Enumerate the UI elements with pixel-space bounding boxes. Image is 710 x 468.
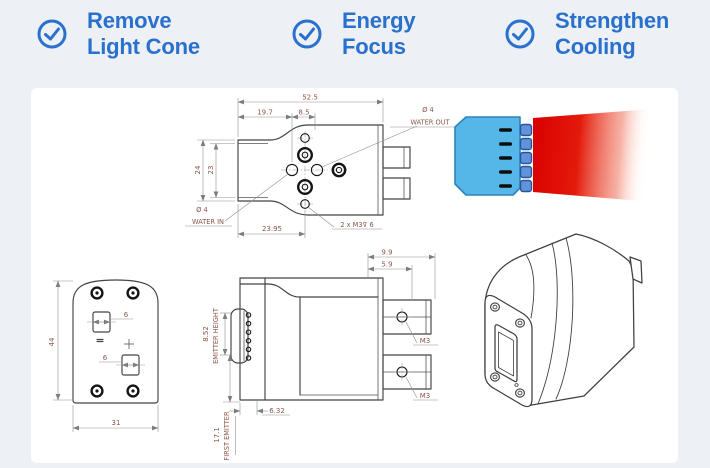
water-out-label: WATER OUT <box>410 119 450 127</box>
top-view-drawing: 52.5 19.7 8.5 24 23 <box>185 94 470 238</box>
top-view-part-outline <box>237 124 411 216</box>
benefit-line1: Strengthen <box>555 8 670 33</box>
dim-first-emitter: 17.1 <box>213 427 221 443</box>
dim-width: 31 <box>112 419 121 427</box>
top-view-dimensions: 52.5 19.7 8.5 24 23 <box>185 94 470 238</box>
check-icon <box>292 19 322 49</box>
side-view-part-outline <box>230 277 432 401</box>
dim-tab-inner: 5.9 <box>381 261 392 269</box>
beam-icon <box>454 109 653 202</box>
dim-height-inner: 23 <box>207 166 215 175</box>
dim-left-offset: 19.7 <box>257 109 273 117</box>
benefit-item-remove-light-cone: Remove Light Cone <box>36 8 200 60</box>
benefit-line2: Light Cone <box>87 34 200 59</box>
module-body <box>454 116 521 196</box>
benefit-line2: Focus <box>342 34 406 59</box>
iso-view-screws <box>490 302 525 398</box>
check-icon <box>505 19 535 49</box>
front-view-holes <box>90 286 140 398</box>
side-view-dimensions: 9.9 5.9 M3 M3 8.52 EMITTER HEIGHT 1 <box>202 249 438 461</box>
front-view-part-outline <box>72 279 159 404</box>
front-view-dimensions: 6 6 44 31 <box>48 280 159 432</box>
water-in-label: WATER IN <box>192 218 224 226</box>
dim-offset: 6.32 <box>269 407 285 415</box>
benefit-item-strengthen-cooling: Strengthen Cooling <box>504 8 669 60</box>
dim-bottom-width: 23.95 <box>262 225 282 233</box>
dim-window-top: 6 <box>124 311 129 319</box>
label-emitter-height: EMITTER HEIGHT <box>212 307 220 364</box>
thread-top: M3 <box>420 337 431 345</box>
dim-height-outer: 24 <box>194 165 202 174</box>
benefit-line1: Remove <box>87 8 172 33</box>
front-view-windows <box>87 311 145 376</box>
dim-height: 44 <box>48 337 56 346</box>
dim-window-bottom: 6 <box>103 354 108 362</box>
thread-note: 2 x M3⊽ 6 <box>340 221 373 229</box>
side-view-drawing: 9.9 5.9 M3 M3 8.52 EMITTER HEIGHT 1 <box>202 249 438 461</box>
benefit-label: Remove Light Cone <box>87 8 200 60</box>
benefit-line1: Energy <box>342 8 416 33</box>
dim-tab-outer: 9.9 <box>381 249 392 257</box>
benefit-line2: Cooling <box>555 34 636 59</box>
dim-mid-offset: 8.5 <box>298 109 309 117</box>
water-in-diameter: Ø 4 <box>196 206 207 214</box>
top-view-holes <box>281 131 347 211</box>
benefit-item-energy-focus: Energy Focus <box>291 8 416 60</box>
check-icon <box>37 19 67 49</box>
emitters <box>519 123 533 193</box>
iso-view-body <box>484 233 643 408</box>
module-slots <box>499 128 512 188</box>
label-first-emitter: FIRST EMITTER <box>223 411 231 461</box>
emitter-bumps <box>245 312 252 361</box>
red-beam <box>533 109 653 202</box>
dim-emitter-height: 8.52 <box>202 326 210 342</box>
drawing-panel: 52.5 19.7 8.5 24 23 <box>31 88 678 463</box>
water-out-diameter: Ø 4 <box>422 106 433 114</box>
dim-overall-width: 52.5 <box>302 94 318 102</box>
thread-bottom: M3 <box>420 392 431 400</box>
benefit-label: Strengthen Cooling <box>555 8 669 60</box>
front-view-drawing: 6 6 44 31 <box>48 279 159 432</box>
benefit-label: Energy Focus <box>342 8 416 60</box>
iso-view-drawing <box>484 233 643 408</box>
